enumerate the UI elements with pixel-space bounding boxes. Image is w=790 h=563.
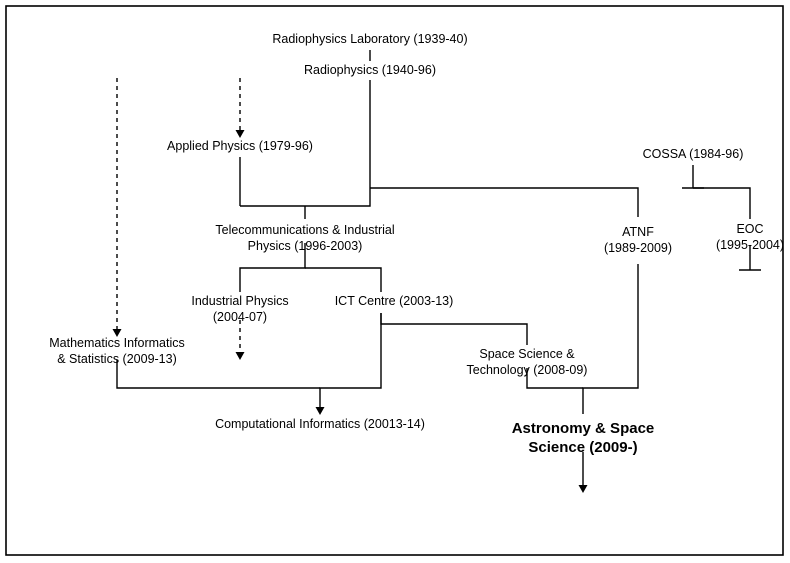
node-label-industrial-physics: Industrial Physics (2004-07) (191, 294, 288, 324)
node-label-line: EOC (736, 222, 763, 236)
node-label-radiophysics: Radiophysics (1940-96) (304, 63, 436, 77)
terminators-layer (682, 187, 761, 271)
node-label-line: Physics (1996-2003) (248, 239, 363, 253)
node-label-eoc: EOC (1995-2004) (716, 222, 784, 252)
node-label-computational-informatics: Computational Informatics (20013-14) (215, 417, 425, 431)
node-label-line: & Statistics (2009-13) (57, 352, 177, 366)
edge-telecom-to-ict (305, 267, 382, 292)
edge-radiophysics-branch-right (370, 187, 639, 217)
edge-maths-to-computational (116, 360, 320, 389)
node-label-line: (1995-2004) (716, 238, 784, 252)
node-label-applied-physics: Applied Physics (1979-96) (167, 139, 313, 153)
edge-ict-to-space-science (380, 313, 528, 345)
node-label-ict-centre: ICT Centre (2003-13) (335, 294, 454, 308)
node-label-line: Radiophysics Laboratory (1939-40) (272, 32, 467, 46)
node-label-line: (2004-07) (213, 310, 267, 324)
node-label-line: Space Science & (479, 347, 575, 361)
edge-radiophysics-trunk (240, 80, 371, 207)
edge-telecom-split (239, 243, 306, 292)
node-label-line: Applied Physics (1979-96) (167, 139, 313, 153)
node-label-line: Telecommunications & Industrial (215, 223, 394, 237)
node-label-line: Astronomy & Space (512, 420, 655, 437)
node-label-line: ICT Centre (2003-13) (335, 294, 454, 308)
edges-layer (112, 50, 751, 493)
node-label-mathematics-informatics-statistics: Mathematics Informatics & Statistics (200… (49, 336, 184, 366)
node-label-line: Mathematics Informatics (49, 336, 184, 350)
node-label-line: COSSA (1984-96) (643, 147, 744, 161)
node-label-radiophysics-laboratory: Radiophysics Laboratory (1939-40) (272, 32, 467, 46)
node-label-line: Radiophysics (1940-96) (304, 63, 436, 77)
node-label-space-science-technology: Space Science & Technology (2008-09) (467, 347, 588, 377)
node-label-line: (1989-2009) (604, 241, 672, 255)
edge-space-science-to-astronomy (526, 368, 583, 389)
node-label-line: ATNF (622, 225, 654, 239)
edge-cossa-to-eoc (693, 187, 751, 219)
diagram-outer-border (5, 5, 784, 556)
node-label-line: Technology (2008-09) (467, 363, 588, 377)
node-label-line: Science (2009-) (528, 439, 637, 456)
edge-ict-to-computational (315, 313, 382, 415)
node-label-line: Computational Informatics (20013-14) (215, 417, 425, 431)
nodes-layer: Radiophysics Laboratory (1939-40) Radioph… (49, 32, 784, 456)
node-label-line: Industrial Physics (191, 294, 288, 308)
node-label-atnf: ATNF (1989-2009) (604, 225, 672, 255)
edge-atnf-to-astronomy (582, 264, 639, 414)
node-label-cossa: COSSA (1984-96) (643, 147, 744, 161)
